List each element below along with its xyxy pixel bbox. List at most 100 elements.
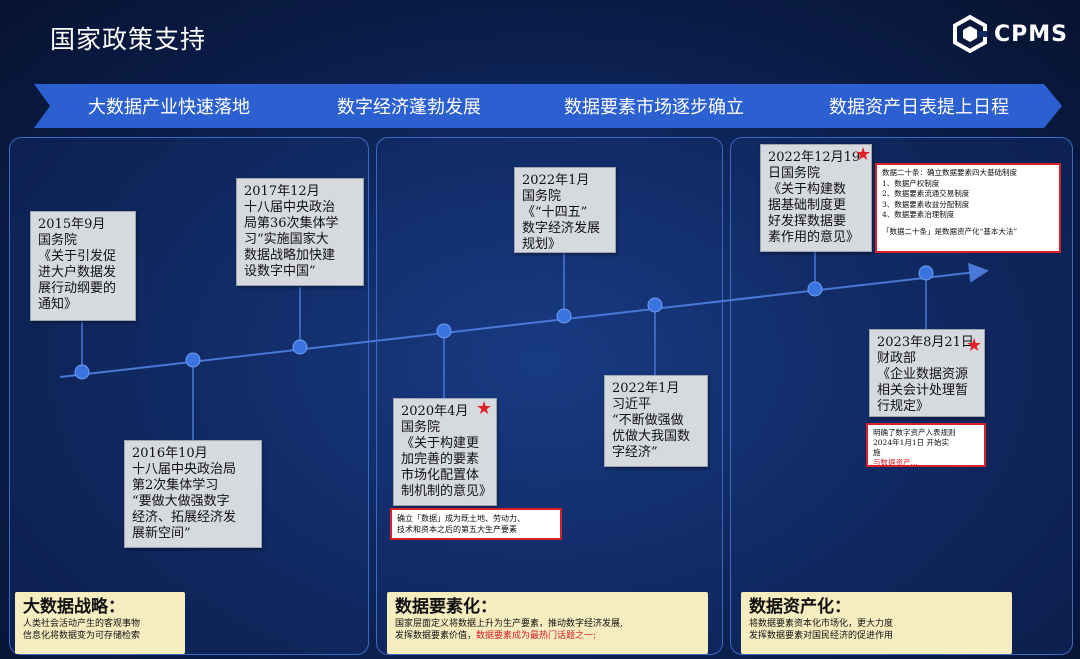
card-date: 2022年12月19 xyxy=(768,150,861,165)
card-date: 2022年1月 xyxy=(612,381,680,396)
summary-line: 发挥数据要素对国民经济的促进作用 xyxy=(749,631,894,641)
card-line: 展行动纲要的 xyxy=(38,281,117,296)
note-line: 与数据资产... xyxy=(873,458,918,467)
card-date: 2023年8月21日 xyxy=(877,335,974,350)
timeline-connectors xyxy=(81,251,927,440)
note-2023: 明确了数字资产入表规则 2024年1月1日 开始实 施 与数据资产... xyxy=(866,423,986,467)
card-date: 2022年1月 xyxy=(522,173,590,188)
phase-arrow-2: 数字经济蓬勃发展 xyxy=(274,84,532,128)
timeline-node xyxy=(74,364,90,380)
card-line: 《“十四五” xyxy=(522,205,588,220)
note-line: 2024年1月1日 开始实 xyxy=(873,438,950,447)
policy-card-2017: 2017年12月 十八届中央政治 局第36次集体学 习“实施国家大 数据战略加快… xyxy=(236,178,364,286)
card-issuer: 国务院 xyxy=(38,233,78,248)
summary-text: 发挥数据要素价值， xyxy=(395,631,477,641)
card-line: 进大户数据发 xyxy=(38,265,117,280)
hexagon-logo-icon xyxy=(952,14,987,54)
card-line: 通知》 xyxy=(38,297,78,312)
card-issuer: 国务院 xyxy=(522,189,562,204)
summary-line-with-highlight: 发挥数据要素价值，数据要素成为最热门话题之一; xyxy=(395,630,700,642)
summary-line: 国家层面定义将数据上升为生产要素，推动数字经济发展, xyxy=(395,619,623,629)
card-line: 好发挥数据要 xyxy=(768,214,847,229)
card-line: 第2次集体学习 xyxy=(132,478,219,493)
note-line: 确立「数据」成为既土地、劳动力、 xyxy=(397,514,525,523)
card-line: 设数字中国” xyxy=(244,264,316,279)
star-icon: ★ xyxy=(966,335,983,356)
card-line: 据基础制度更 xyxy=(768,198,847,213)
summary-heading: 数据资产化： xyxy=(749,597,851,617)
note-line: 1、数据产权制度 xyxy=(882,178,940,188)
card-line: 数据战略加快建 xyxy=(244,248,336,263)
card-line: 数字经济发展 xyxy=(522,221,601,236)
note-line: 4、数据要素治理制度 xyxy=(882,210,955,219)
timeline-node xyxy=(647,297,663,313)
phase-label: 数字经济蓬勃发展 xyxy=(337,97,481,118)
card-line: 字经济” xyxy=(612,445,658,460)
card-date: 2020年4月 xyxy=(401,404,469,419)
policy-card-2016: 2016年10月 十八届中央政治局 第2次集体学习 “要做大做强数字 经济、拓展… xyxy=(124,440,262,548)
summary-line: 人类社会活动产生的客观事物 xyxy=(23,619,141,629)
summary-highlight: 数据要素成为最热门话题之一; xyxy=(476,631,597,641)
card-line: 规划》 xyxy=(522,237,562,252)
card-line: “不断做强做 xyxy=(612,413,684,428)
card-line: 素作用的意见》 xyxy=(768,230,860,245)
note-line: 技术和资本之后的第五大生产要素 xyxy=(397,525,517,534)
card-line: 市场化配置体 xyxy=(401,468,480,483)
timeline-node xyxy=(556,308,572,324)
note-line: 「数据二十条」是数据资产化“基本大法” xyxy=(882,226,1018,236)
policy-card-2015: 2015年9月 国务院 《关于引发促 进大户数据发 展行动纲要的 通知》 xyxy=(30,211,136,321)
card-line: 行规定》 xyxy=(877,399,930,414)
card-issuer: 十八届中央政治 xyxy=(244,200,336,215)
note-line: 数据二十条：确立数据要素四大基础制度 xyxy=(882,168,1017,177)
card-line: 《关于引发促 xyxy=(38,249,117,264)
card-issuer: 国务院 xyxy=(401,420,441,435)
timeline-node xyxy=(292,339,308,355)
card-line: 加完善的要素 xyxy=(401,452,480,467)
brand-logo: CPMS xyxy=(950,14,1068,54)
card-line: “要做大做强数字 xyxy=(132,494,230,509)
card-line: 相关会计处理暂 xyxy=(877,383,969,398)
card-line: 《关于构建更 xyxy=(401,436,480,451)
phase-arrow-bar: 大数据产业快速落地 数字经济蓬勃发展 数据要素市场逐步确立 数据资产日表提上日程 xyxy=(34,84,1064,128)
card-date: 2016年10月 xyxy=(132,446,208,461)
timeline-node xyxy=(807,281,823,297)
phase-arrow-3: 数据要素市场逐步确立 xyxy=(514,84,782,128)
card-line: 优做大我国数 xyxy=(612,429,691,444)
card-issuer: 十八届中央政治局 xyxy=(132,462,237,477)
card-date: 2017年12月 xyxy=(244,184,320,199)
card-line: 经济、拓展经济发 xyxy=(132,510,237,525)
card-issuer: 日国务院 xyxy=(768,166,821,181)
note-data-20: 数据二十条：确立数据要素四大基础制度 1、数据产权制度 2、数据要素流通交易制度… xyxy=(875,163,1061,253)
card-date: 2015年9月 xyxy=(38,217,106,232)
note-2020: 确立「数据」成为既土地、劳动力、 技术和资本之后的第五大生产要素 xyxy=(390,508,562,540)
policy-card-2020: 2020年4月 国务院 《关于构建更 加完善的要素 市场化配置体 制机制的意见》 xyxy=(393,398,497,506)
summary-line: 将数据要素资本化市场化，更大力度 xyxy=(749,619,894,629)
phase-arrow-4: 数据资产日表提上日程 xyxy=(764,84,1062,128)
summary-heading: 大数据战略： xyxy=(23,597,125,617)
timeline-node xyxy=(185,352,201,368)
note-line: 施 xyxy=(873,448,881,457)
phase-arrow-1: 大数据产业快速落地 xyxy=(34,84,292,128)
phase-label: 数据资产日表提上日程 xyxy=(829,97,1009,118)
card-line: 习“实施国家大 xyxy=(244,232,329,247)
summary-heading: 数据要素化： xyxy=(395,597,497,617)
card-line: 《企业数据资源 xyxy=(877,367,969,382)
card-line: 局第36次集体学 xyxy=(244,216,339,231)
card-line: 制机制的意见》 xyxy=(401,484,493,499)
summary-data-assetization: 数据资产化： 将数据要素资本化市场化，更大力度 发挥数据要素对国民经济的促进作用 xyxy=(741,592,1012,654)
timeline-axis xyxy=(59,262,989,378)
note-line: 3、数据要素收益分配制度 xyxy=(882,199,970,209)
note-line: 明确了数字资产入表规则 xyxy=(873,428,956,437)
star-icon: ★ xyxy=(476,398,493,419)
summary-big-data-strategy: 大数据战略： 人类社会活动产生的客观事物 信息化将数据变为可存储检索 xyxy=(15,592,185,654)
logo-text: CPMS xyxy=(993,21,1068,47)
card-issuer: 财政部 xyxy=(877,351,917,366)
phase-label: 大数据产业快速落地 xyxy=(88,97,250,118)
phase-label: 数据要素市场逐步确立 xyxy=(564,97,744,118)
card-issuer: 习近平 xyxy=(612,397,652,412)
timeline-node xyxy=(436,323,452,339)
card-line: 《关于构建数 xyxy=(768,182,847,197)
summary-data-factorization: 数据要素化： 国家层面定义将数据上升为生产要素，推动数字经济发展, 发挥数据要素… xyxy=(387,592,708,654)
note-line: 2、数据要素流通交易制度 xyxy=(882,189,970,198)
